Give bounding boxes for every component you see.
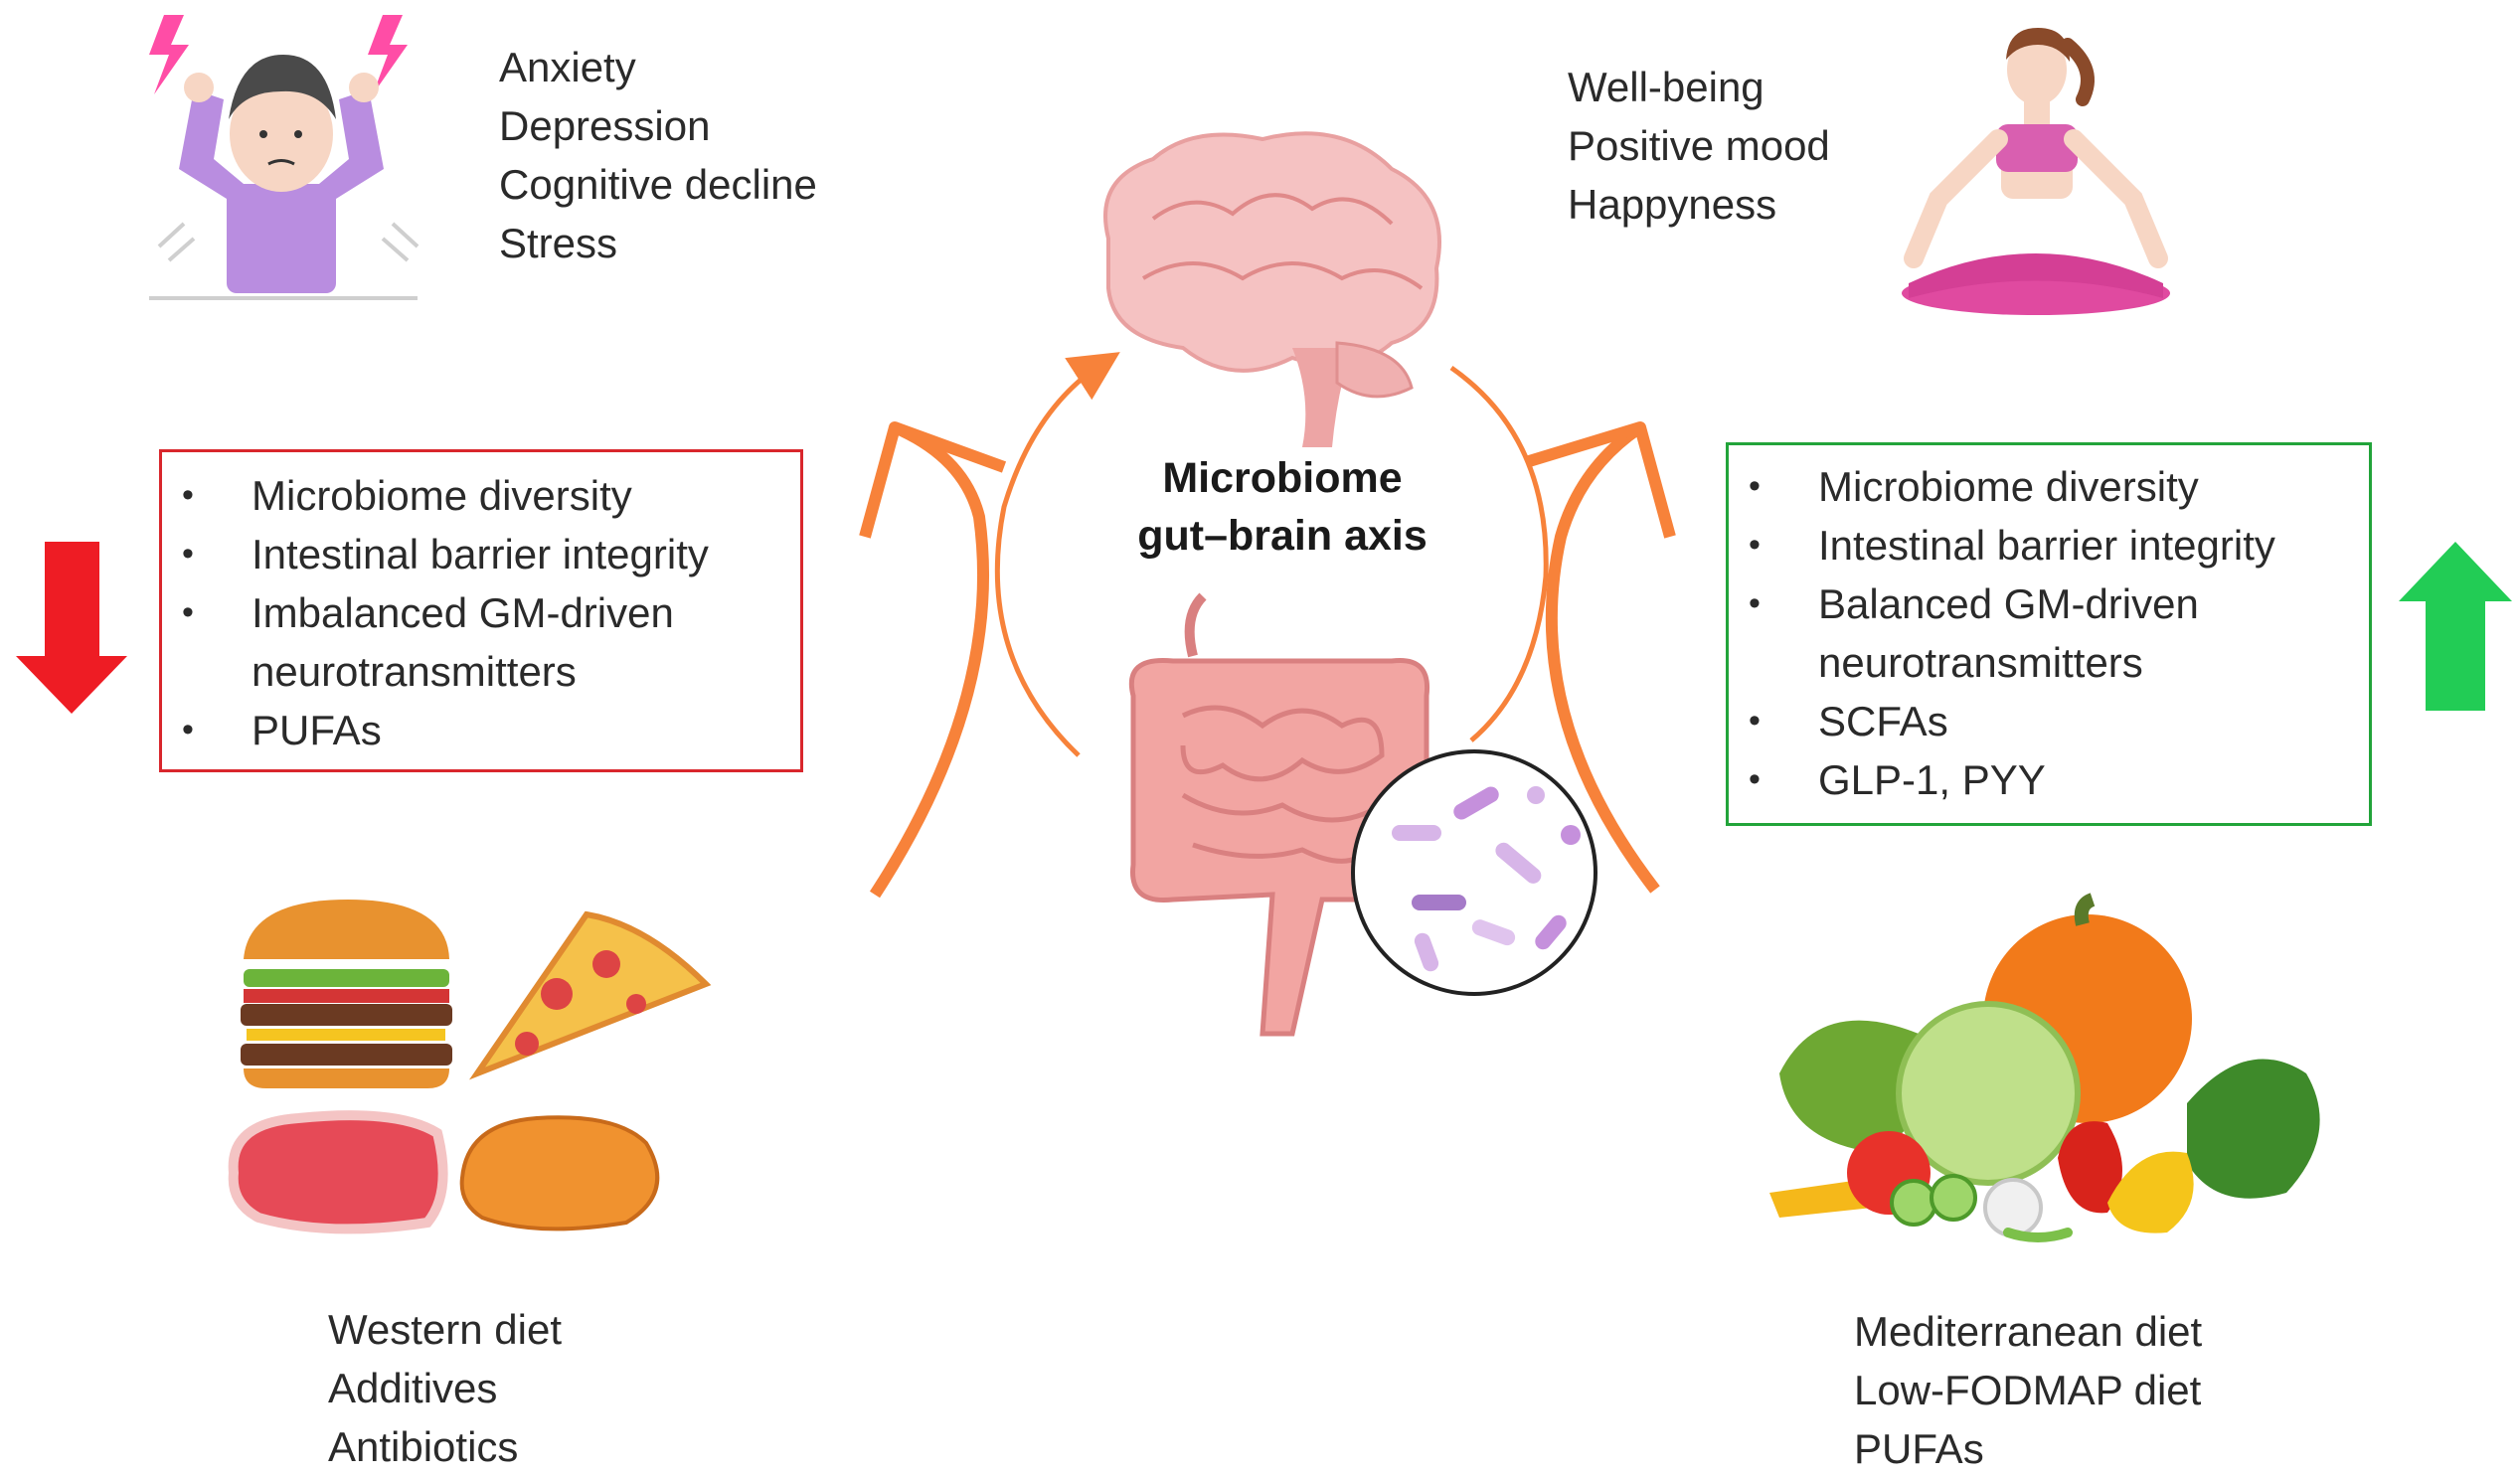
- center-title: Microbiome gut–brain axis: [1084, 449, 1481, 565]
- bullet: •: [182, 593, 194, 631]
- list-item: • Imbalanced GM-driven neurotransmitters: [162, 583, 800, 701]
- list-item-text: Imbalanced GM-driven: [252, 589, 674, 636]
- bullet: •: [1749, 526, 1761, 564]
- list-item-text: Balanced GM-driven: [1818, 580, 2199, 627]
- outer-arrow-right: [1524, 421, 1676, 894]
- diet-factor: PUFAs: [1854, 1425, 1984, 1472]
- list-item-text: Microbiome diversity: [1818, 463, 2199, 510]
- vegetables-icon: [1769, 893, 2320, 1242]
- list-item-text: Microbiome diversity: [252, 472, 632, 519]
- list-item: • Balanced GM-driven neurotransmitters: [1729, 575, 2369, 692]
- healthy-diet-list: Mediterranean diet Low-FODMAP diet PUFAs: [1854, 1302, 2202, 1478]
- bullet: •: [182, 476, 194, 514]
- list-item: • GLP-1, PYY: [1729, 750, 2369, 809]
- positive-outcome: Positive mood: [1568, 122, 1830, 169]
- list-item: • Microbiome diversity: [162, 466, 800, 525]
- bullet: •: [1749, 467, 1761, 505]
- bullet: •: [1749, 584, 1761, 622]
- center-title-line1: Microbiome: [1162, 454, 1403, 502]
- down-arrow-icon: [16, 542, 127, 714]
- junk-food-icon: [228, 900, 712, 1234]
- negative-outcome: Cognitive decline: [499, 161, 817, 208]
- list-item-text: Intestinal barrier integrity: [1818, 522, 2275, 569]
- list-item-text: GLP-1, PYY: [1818, 756, 2046, 803]
- negative-outcome: Anxiety: [499, 44, 636, 90]
- list-item: • Intestinal barrier integrity: [1729, 516, 2369, 575]
- brain-icon: [1103, 131, 1441, 447]
- negative-outcome: Depression: [499, 102, 711, 149]
- positive-outcome: Well-being: [1568, 64, 1764, 110]
- bacteria-icon: [1351, 749, 1597, 996]
- list-item-text: Intestinal barrier integrity: [252, 531, 709, 577]
- diet-factor: Low-FODMAP diet: [1854, 1367, 2202, 1413]
- list-item: • Intestinal barrier integrity: [162, 525, 800, 583]
- inner-cycle-arrow-right: [1449, 365, 1549, 742]
- stressed-person-icon: [149, 15, 420, 300]
- western-diet-list: Western diet Additives Antibiotics: [328, 1300, 562, 1476]
- list-item-text-cont: neurotransmitters: [1818, 639, 2143, 686]
- inner-cycle-arrow-left: [994, 352, 1120, 757]
- up-arrow-icon: [2399, 542, 2512, 711]
- diet-factor: Additives: [328, 1365, 498, 1411]
- positive-outcomes-list: Well-being Positive mood Happyness: [1568, 58, 1830, 234]
- outer-arrow-left: [859, 421, 1007, 899]
- diet-factor: Mediterranean diet: [1854, 1308, 2203, 1355]
- diet-factor: Antibiotics: [328, 1423, 519, 1470]
- decreased-factors-box: • Microbiome diversity • Intestinal barr…: [159, 449, 803, 772]
- negative-outcome: Stress: [499, 220, 618, 266]
- bullet: •: [1749, 760, 1761, 798]
- list-item: • SCFAs: [1729, 692, 2369, 750]
- positive-outcome: Happyness: [1568, 181, 1777, 228]
- increased-factors-box: • Microbiome diversity • Intestinal barr…: [1726, 442, 2372, 826]
- list-item-text-cont: neurotransmitters: [252, 648, 577, 695]
- bullet: •: [182, 711, 194, 748]
- list-item-text: PUFAs: [252, 707, 382, 753]
- list-item: • PUFAs: [162, 701, 800, 759]
- bullet: •: [182, 535, 194, 573]
- diet-factor: Western diet: [328, 1306, 562, 1353]
- center-title-line2: gut–brain axis: [1137, 512, 1428, 560]
- list-item: • Microbiome diversity: [1729, 457, 2369, 516]
- list-item-text: SCFAs: [1818, 698, 1948, 744]
- negative-outcomes-list: Anxiety Depression Cognitive decline Str…: [499, 38, 817, 272]
- meditating-person-icon: [1902, 28, 2170, 315]
- bullet: •: [1749, 702, 1761, 739]
